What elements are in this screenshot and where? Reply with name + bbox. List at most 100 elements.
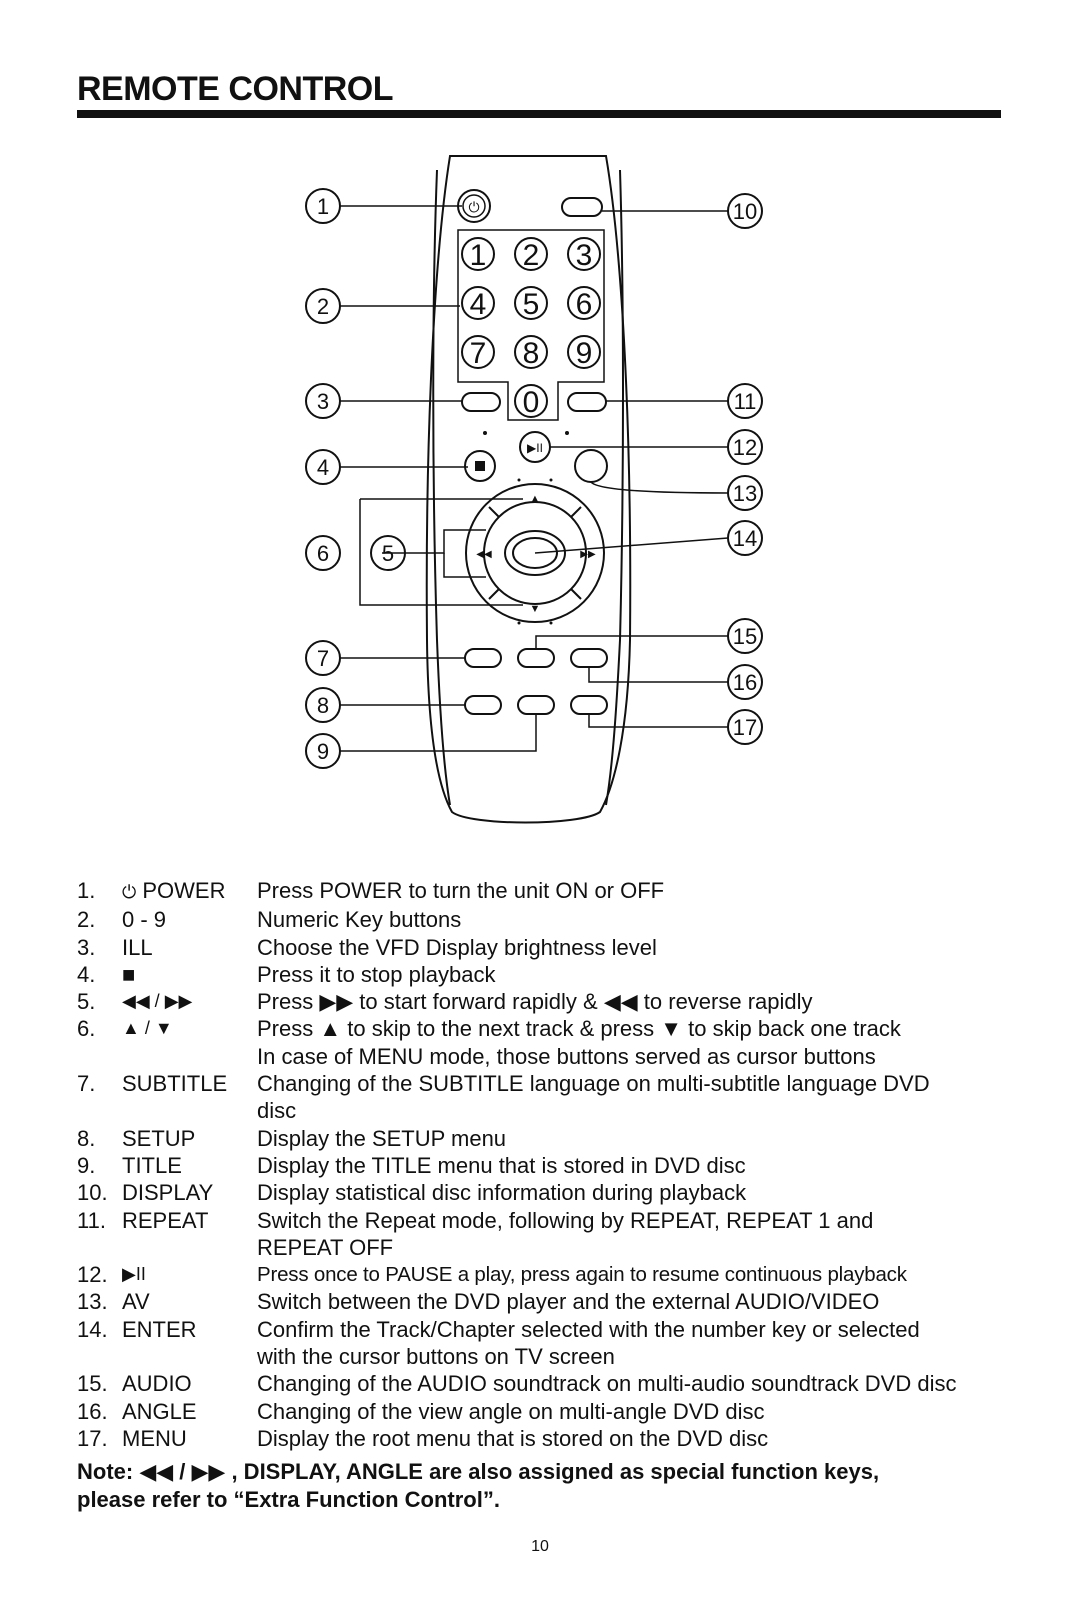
item-description: Choose the VFD Display brightness level xyxy=(257,934,657,960)
item-key: REPEAT xyxy=(122,1207,209,1233)
callout-number: 13 xyxy=(733,481,757,506)
ill-button[interactable] xyxy=(461,392,501,412)
numpad-frame xyxy=(457,229,605,421)
item-number: 9. xyxy=(77,1152,96,1178)
item-description: Display the SETUP menu xyxy=(257,1125,507,1151)
item-description: Switch between the DVD player and the ex… xyxy=(257,1289,880,1315)
list-item: 1. ⏻ POWER Press POWER to turn the unit … xyxy=(77,877,1007,906)
list-item-continuation: In case of MENU mode, those buttons serv… xyxy=(77,1043,1007,1070)
down-arrow-icon[interactable]: ▼ xyxy=(530,603,541,615)
digit-label-6: 6 xyxy=(576,288,593,321)
item-number: 8. xyxy=(77,1125,96,1151)
item-description: Display statistical disc information dur… xyxy=(257,1180,747,1206)
menu-button[interactable] xyxy=(570,695,608,715)
callout-number: 5 xyxy=(382,541,394,566)
audio-button[interactable] xyxy=(517,648,555,668)
item-key-label: POWER xyxy=(142,878,226,903)
list-item: 4. ■ Press it to stop playback xyxy=(77,961,1007,988)
item-description: Changing of the SUBTITLE language on mul… xyxy=(257,1071,930,1097)
callout-circle xyxy=(305,535,341,571)
item-key: MENU xyxy=(122,1425,187,1451)
fast-forward-icon[interactable]: ▶▶ xyxy=(580,549,596,560)
item-number: 10. xyxy=(77,1180,108,1206)
nav-divider xyxy=(488,588,500,600)
note-line-1: Note: ◀◀ / ▶▶ , DISPLAY, ANGLE are also … xyxy=(77,1459,880,1484)
callout-circle xyxy=(305,383,341,419)
callout-number: 15 xyxy=(733,624,757,649)
list-item: 7. SUBTITLE Changing of the SUBTITLE lan… xyxy=(77,1070,1007,1097)
digit-button-8[interactable] xyxy=(514,335,548,369)
digit-label-2: 2 xyxy=(523,239,540,272)
list-item-continuation: disc xyxy=(77,1097,1007,1124)
callout-circle xyxy=(727,520,763,556)
list-item: 14. ENTER Confirm the Track/Chapter sele… xyxy=(77,1316,1007,1343)
digit-label-4: 4 xyxy=(470,288,487,321)
digit-button-4[interactable] xyxy=(461,286,495,320)
stop-icon: ■ xyxy=(122,961,136,987)
callout-circle xyxy=(305,288,341,324)
display-button[interactable] xyxy=(561,197,603,217)
item-description: Numeric Key buttons xyxy=(257,907,462,933)
numeric-keys: 1 2 3 4 5 6 7 8 9 0 xyxy=(461,237,601,419)
nav-divider xyxy=(488,506,500,518)
power-icon-glyph: ⏻ xyxy=(468,199,479,215)
item-description: Display the root menu that is stored on … xyxy=(257,1425,769,1451)
remote-control-diagram: ⏻ 1 2 3 4 5 6 7 8 9 0 ▶II xyxy=(305,155,763,824)
list-item: 6. ▲ / ▼ Press ▲ to skip to the next tra… xyxy=(77,1015,1007,1042)
callout-number: 3 xyxy=(317,389,329,414)
callout-circle xyxy=(727,429,763,465)
item-number: 14. xyxy=(77,1316,108,1342)
callout-circle xyxy=(305,687,341,723)
item-key: SUBTITLE xyxy=(122,1071,228,1097)
callout-number: 10 xyxy=(733,199,757,224)
list-item: 5. ◀◀ / ▶▶ Press ▶▶ to start forward rap… xyxy=(77,988,1007,1015)
callout-number: 9 xyxy=(317,739,329,764)
item-description: Display the TITLE menu that is stored in… xyxy=(257,1152,746,1178)
callout-circle xyxy=(727,383,763,419)
up-arrow-icon[interactable]: ▲ xyxy=(530,493,541,505)
enter-button[interactable] xyxy=(504,530,566,576)
note-block: Note: ◀◀ / ▶▶ , DISPLAY, ANGLE are also … xyxy=(77,1458,1007,1514)
digit-button-2[interactable] xyxy=(514,237,548,271)
digit-button-0[interactable] xyxy=(514,384,548,418)
digit-button-3[interactable] xyxy=(567,237,601,271)
callout-circle xyxy=(305,188,341,224)
item-number: 16. xyxy=(77,1398,108,1424)
item-number: 3. xyxy=(77,934,96,960)
rewind-icon[interactable]: ◀◀ xyxy=(476,549,492,560)
subtitle-button[interactable] xyxy=(464,648,502,668)
indicator-dots xyxy=(483,431,569,625)
callout-number: 14 xyxy=(733,526,757,551)
digit-button-1[interactable] xyxy=(461,237,495,271)
item-description-continued: REPEAT OFF xyxy=(257,1234,394,1260)
callout-number: 7 xyxy=(317,646,329,671)
item-key: DISPLAY xyxy=(122,1180,214,1206)
page-number: 10 xyxy=(531,1538,549,1555)
digit-button-7[interactable] xyxy=(461,335,495,369)
angle-button[interactable] xyxy=(570,648,608,668)
callout-circle xyxy=(727,475,763,511)
item-description: Press ▶▶ to start forward rapidly & ◀◀ t… xyxy=(257,989,813,1015)
callout-number: 4 xyxy=(317,455,329,480)
nav-divider xyxy=(570,506,582,518)
digit-label-3: 3 xyxy=(576,239,593,272)
item-number: 4. xyxy=(77,961,96,987)
digit-button-5[interactable] xyxy=(514,286,548,320)
digit-button-9[interactable] xyxy=(567,335,601,369)
stop-button[interactable] xyxy=(464,450,496,482)
title-rule xyxy=(77,110,1001,118)
digit-button-6[interactable] xyxy=(567,286,601,320)
item-number: 7. xyxy=(77,1071,96,1097)
repeat-button[interactable] xyxy=(567,392,607,412)
list-item: 8. SETUP Display the SETUP menu xyxy=(77,1125,1007,1152)
callout-circle xyxy=(370,535,406,571)
callout-number: 8 xyxy=(317,693,329,718)
item-description: Press ▲ to skip to the next track & pres… xyxy=(257,1016,901,1042)
navigation-inner-ring xyxy=(483,501,587,605)
setup-button[interactable] xyxy=(464,695,502,715)
callout-leaders xyxy=(340,205,729,752)
title-button[interactable] xyxy=(517,695,555,715)
item-description: Press once to PAUSE a play, press again … xyxy=(257,1263,907,1287)
av-button[interactable] xyxy=(574,449,608,483)
callout-number: 16 xyxy=(733,670,757,695)
